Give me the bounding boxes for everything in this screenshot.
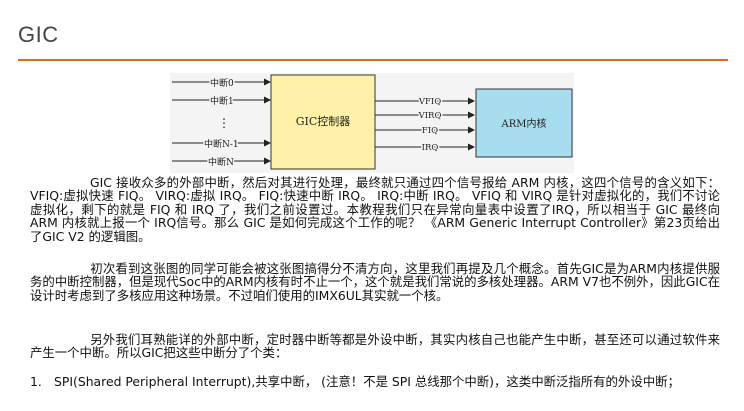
body-paragraph-3-text: 另外我们耳熟能详的外部中断，定时器中断等都是外设中断，其实内核自己也能产生中断，… bbox=[30, 332, 720, 361]
arm-core-label: ARM内核 bbox=[501, 117, 547, 130]
list-item-number: 1. bbox=[30, 374, 42, 389]
output-label-fiq: FIQ bbox=[422, 126, 438, 136]
output-label-virq: VIRQ bbox=[418, 111, 442, 121]
gic-diagram: 中断0 中断1 ⋮ 中断N-1 中断N GIC控制器 VFIQ VIRQ FIQ… bbox=[170, 73, 574, 173]
gic-controller-box bbox=[270, 74, 376, 170]
input-label-0: 中断0 bbox=[210, 77, 234, 89]
output-label-irq: IRQ bbox=[422, 143, 439, 153]
slide-title: GIC bbox=[18, 22, 59, 47]
list-item-text: SPI(Shared Peripheral Interrupt),共享中断， (… bbox=[54, 374, 680, 389]
input-label-1: 中断1 bbox=[210, 95, 234, 107]
body-paragraph-1-text: GIC 接收众多的外部中断，然后对其进行处理，最终就只通过四个信号报给 ARM … bbox=[30, 175, 720, 244]
input-label-n: 中断N bbox=[208, 156, 234, 168]
title-divider bbox=[18, 59, 728, 61]
input-ellipsis: ⋮ bbox=[218, 116, 230, 130]
interrupt-type-list: 1. SPI(Shared Peripheral Interrupt),共享中断… bbox=[30, 374, 720, 389]
body-paragraph-2-text: 初次看到这张图的同学可能会被这张图搞得分不清方向，这里我们再提及几个概念。首先G… bbox=[30, 261, 720, 303]
body-paragraph-1: GIC 接收众多的外部中断，然后对其进行处理，最终就只通过四个信号报给 ARM … bbox=[30, 176, 720, 243]
body-paragraph-2: 初次看到这张图的同学可能会被这张图搞得分不清方向，这里我们再提及几个概念。首先G… bbox=[30, 262, 720, 302]
input-label-n-1: 中断N-1 bbox=[204, 138, 239, 150]
gic-controller-label: GIC控制器 bbox=[296, 114, 351, 128]
output-label-vfiq: VFIQ bbox=[418, 97, 441, 107]
arm-core-box bbox=[475, 88, 573, 158]
list-item: 1. SPI(Shared Peripheral Interrupt),共享中断… bbox=[30, 374, 720, 389]
body-paragraph-3: 另外我们耳熟能详的外部中断，定时器中断等都是外设中断，其实内核自己也能产生中断，… bbox=[30, 333, 720, 360]
